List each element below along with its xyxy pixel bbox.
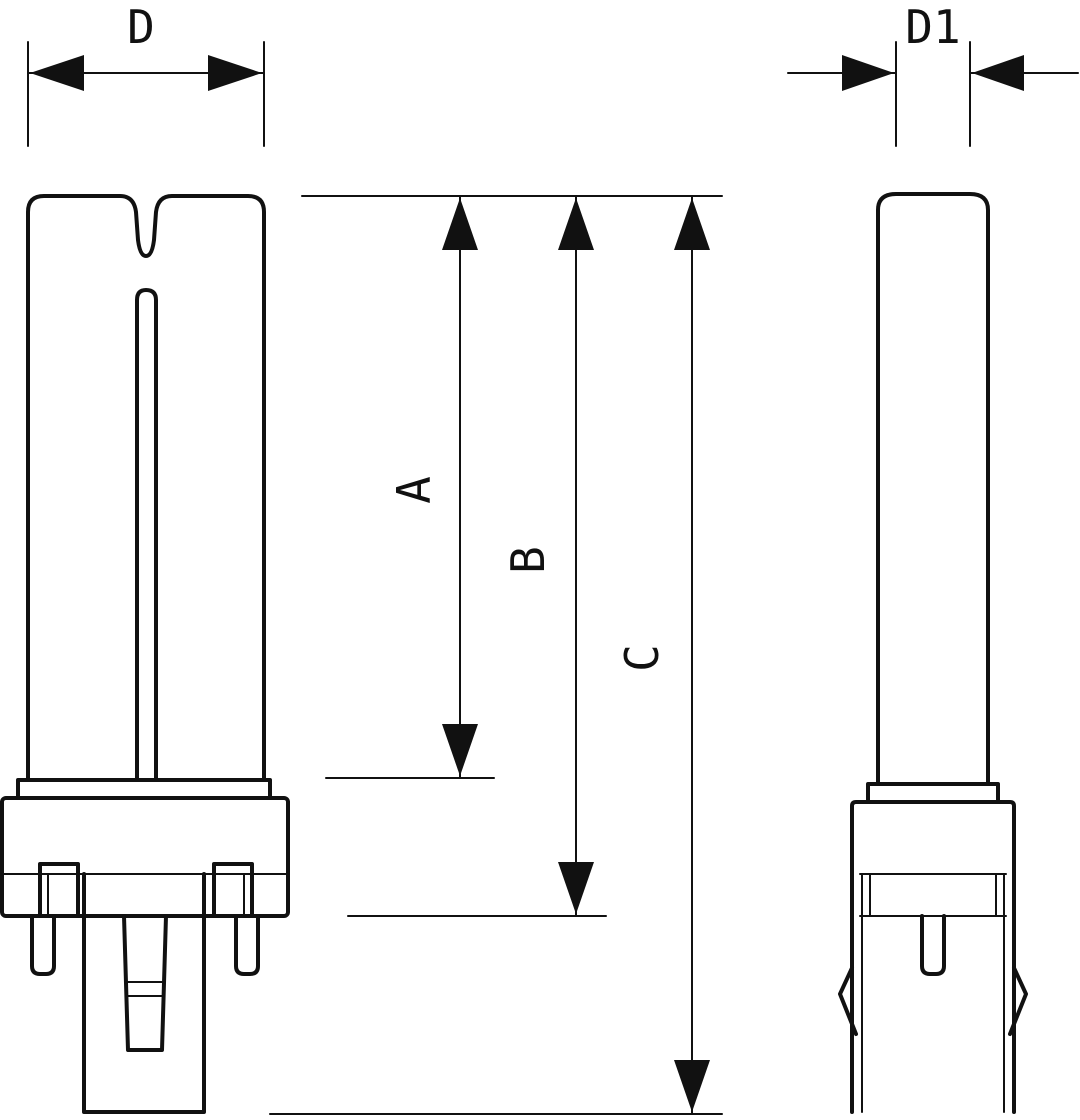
front-right-pin-housing <box>212 862 254 918</box>
b-arrow-top <box>558 198 594 250</box>
dimension-d: D <box>27 0 265 147</box>
d-label: D <box>127 0 155 54</box>
a-arrow-top <box>442 198 478 250</box>
b-arrow-bottom <box>558 862 594 914</box>
side-right-wing <box>1008 966 1028 1036</box>
side-base-body <box>850 800 1016 1114</box>
dimension-a: A <box>325 195 495 779</box>
front-base-body <box>0 796 290 918</box>
front-tube-outline <box>26 194 266 780</box>
d1-arrow-left <box>842 55 894 91</box>
front-tube-slot <box>135 288 158 780</box>
c-arrow-top <box>674 198 710 250</box>
a-arrow-bottom <box>442 724 478 776</box>
front-collar <box>16 778 272 800</box>
front-center-key <box>82 872 206 1114</box>
side-view-lamp <box>838 192 1028 1114</box>
side-collar <box>866 782 1000 804</box>
front-left-pin-housing <box>38 862 80 918</box>
dimension-b: B <box>347 195 607 917</box>
dimension-c: C <box>269 195 723 1115</box>
d1-arrow-right <box>972 55 1024 91</box>
dimension-d1: D1 <box>787 0 1079 147</box>
front-key-stem <box>122 914 168 1052</box>
d-arrow-left <box>30 55 84 91</box>
side-left-wing <box>838 966 858 1036</box>
c-arrow-bottom <box>674 1060 710 1112</box>
front-left-pin <box>30 914 56 976</box>
side-pin <box>920 914 946 976</box>
a-label: A <box>387 476 441 504</box>
front-right-pin <box>234 914 260 976</box>
front-view-lamp <box>0 194 290 1114</box>
d1-label: D1 <box>905 0 960 54</box>
d-arrow-right <box>208 55 262 91</box>
b-label: B <box>501 546 555 574</box>
c-label: C <box>615 644 669 672</box>
side-tube-outline <box>876 192 990 784</box>
